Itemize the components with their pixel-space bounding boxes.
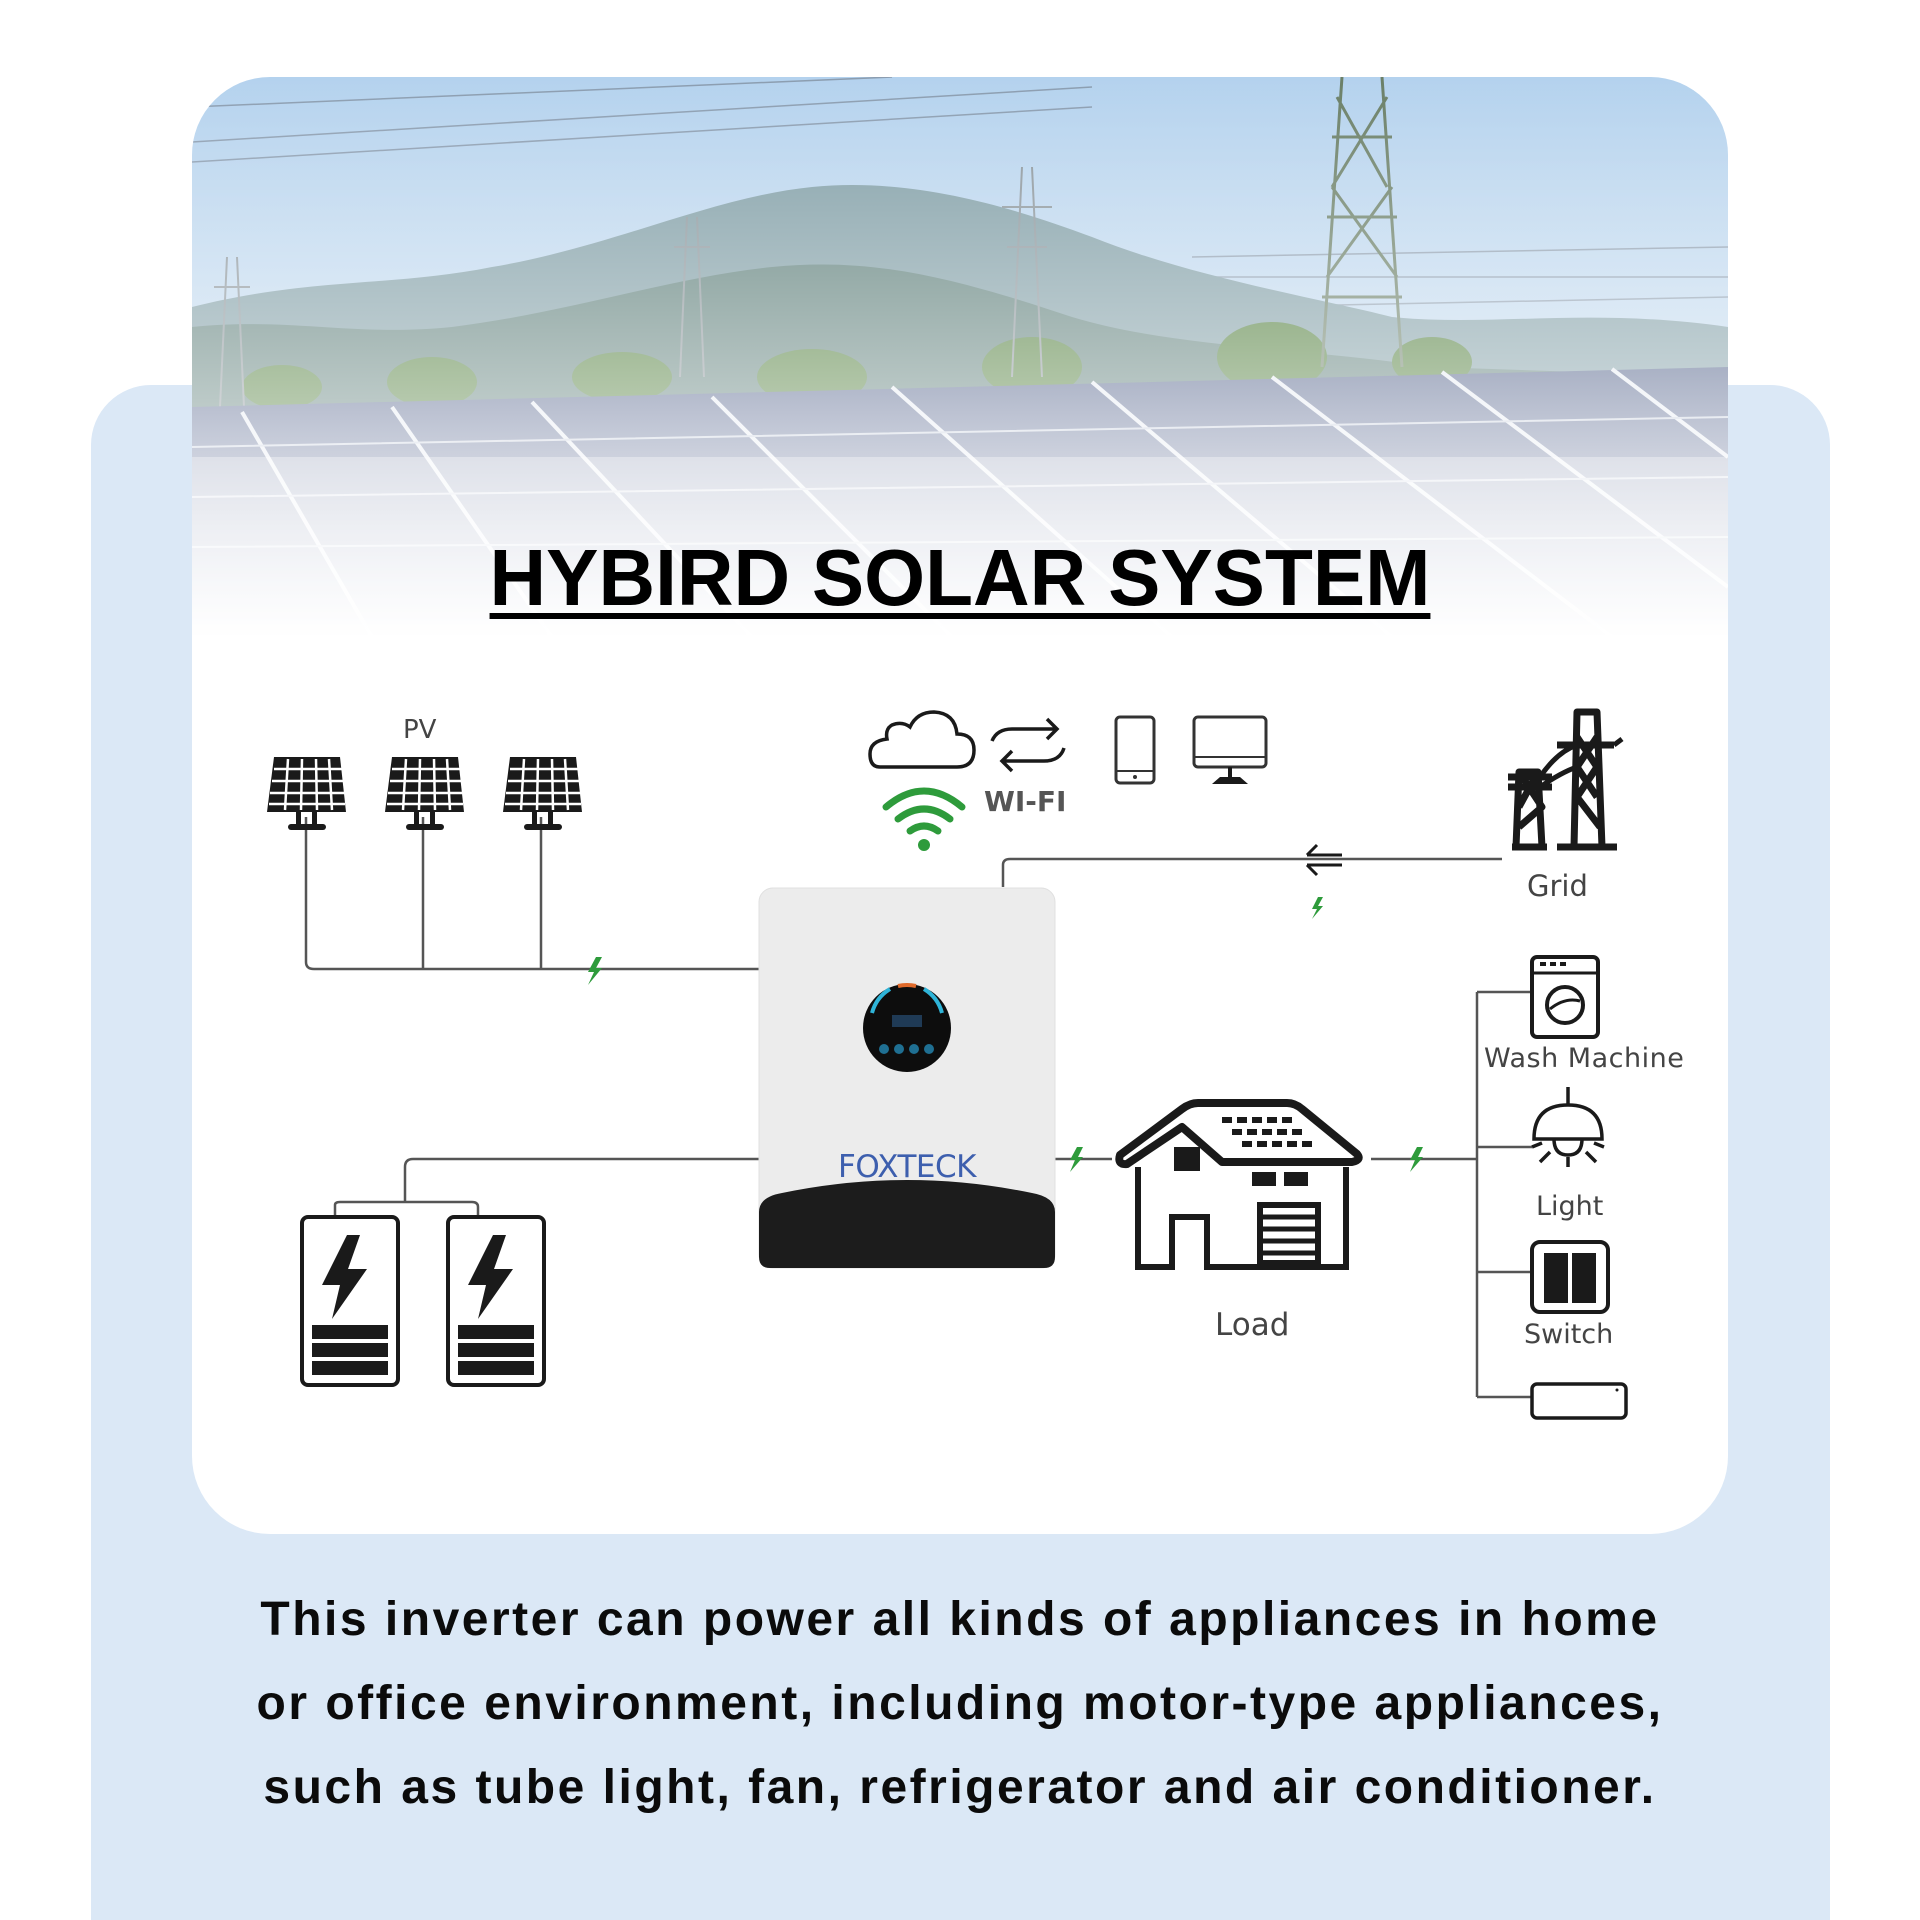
- wiring-lines: [304, 817, 1532, 1399]
- monitor-icon: [1192, 715, 1268, 784]
- smartphone-icon: [1114, 715, 1156, 785]
- brand-logo: FOXTECK: [838, 1149, 976, 1185]
- washing-machine-icon: [1530, 955, 1600, 1039]
- wall-switch-icon: [1530, 1240, 1610, 1314]
- grid-label: Grid: [1527, 869, 1588, 903]
- solar-panel-icon: [267, 757, 346, 830]
- solar-panel-icon: [503, 757, 582, 830]
- switch-label: Switch: [1524, 1319, 1614, 1350]
- air-conditioner-icon: [1530, 1382, 1628, 1420]
- description-line-3: such as tube light, fan, refrigerator an…: [263, 1761, 1657, 1814]
- solar-panel-icon: [385, 757, 464, 830]
- hero-solar-farm-image: [192, 77, 1728, 637]
- ceiling-light-icon: [1531, 1087, 1605, 1167]
- house-icon: [1115, 1099, 1363, 1270]
- inverter-display: [863, 982, 951, 1072]
- light-label: Light: [1536, 1191, 1604, 1222]
- battery-icon: [446, 1215, 546, 1387]
- description: This inverter can power all kinds of app…: [220, 1578, 1700, 1830]
- wifi-signal-icon: [882, 787, 966, 835]
- cloud-icon: [868, 710, 976, 769]
- bidirectional-arrow-icon: [1305, 843, 1342, 877]
- diagram-card: HYBIRD SOLAR SYSTEM: [192, 77, 1728, 1534]
- pv-label: PV: [403, 715, 437, 745]
- wifi-label: WI-FI: [984, 785, 1067, 818]
- inverter-unit: [758, 887, 1056, 1269]
- description-line-1: This inverter can power all kinds of app…: [260, 1593, 1660, 1646]
- battery-icon: [300, 1215, 400, 1387]
- description-line-2: or office environment, including motor-t…: [256, 1677, 1664, 1730]
- power-tower-icon: [1508, 708, 1624, 851]
- hybrid-system-diagram: PV WI-FI Grid Load Wash Machine Light Sw…: [222, 657, 1698, 1477]
- page-title: HYBIRD SOLAR SYSTEM: [489, 533, 1431, 622]
- load-label: Load: [1215, 1307, 1290, 1343]
- wash-machine-label: Wash Machine: [1484, 1043, 1685, 1074]
- sync-arrows-icon: [990, 717, 1066, 773]
